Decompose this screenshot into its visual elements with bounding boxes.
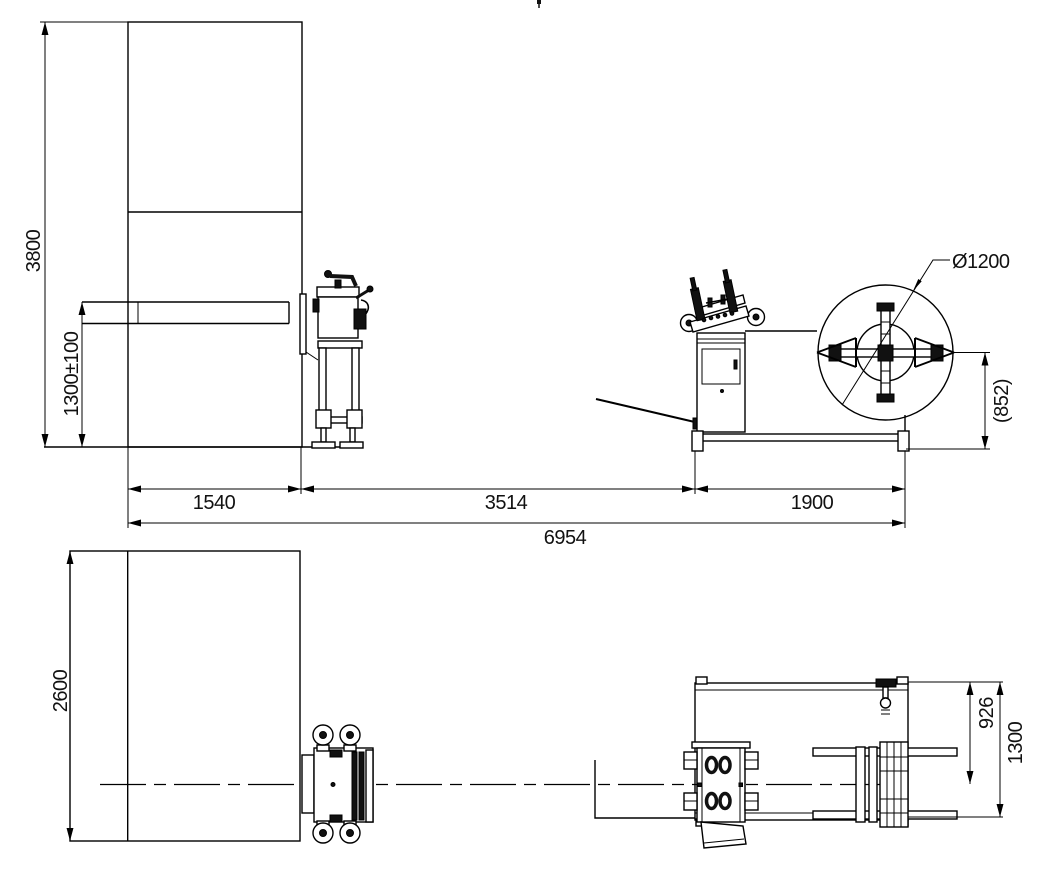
dim-text-926: 926 <box>976 697 998 729</box>
mandrel-screw-plan <box>875 678 897 715</box>
dim-text-6954: 6954 <box>544 527 587 549</box>
plan-view: 2600 <box>50 550 1027 849</box>
feeder-plan <box>301 724 374 844</box>
dim-text-1540: 1540 <box>193 492 236 514</box>
coil-mandrel-front <box>816 284 955 421</box>
press-plan <box>69 550 301 842</box>
ramp-plan <box>594 760 695 819</box>
dim-press-depth: 2600 <box>50 551 74 841</box>
mandrel-arms-plan <box>812 741 958 828</box>
dim-text-3800: 3800 <box>23 229 45 272</box>
front-view: 3800 1300±100 Ø1200 (852) <box>23 0 1013 549</box>
feeder-front <box>299 270 374 449</box>
dim-chain-horizontal: 1540 3514 1900 6954 <box>127 447 906 549</box>
straightener-head-front <box>679 268 766 333</box>
dim-text-3514: 3514 <box>485 492 528 514</box>
dim-decoiler-width: 1300 <box>908 682 1027 818</box>
dim-press-height: 3800 <box>23 21 128 447</box>
decoiler-plan <box>594 676 958 849</box>
top-center-mark <box>537 0 541 8</box>
dim-coil-od: Ø1200 <box>841 251 1010 406</box>
dim-passline-height: 1300±100 <box>61 302 86 447</box>
dim-text-2600: 2600 <box>50 669 72 712</box>
dim-mandrel-height: (852) <box>906 352 1013 450</box>
dim-text-852: (852) <box>991 379 1013 423</box>
dim-decoiler-half-width: 926 <box>908 681 1003 784</box>
decoiler-front <box>595 268 955 452</box>
coil-ramp <box>595 398 700 424</box>
straightener-plan <box>683 741 759 849</box>
dim-text-1900: 1900 <box>791 492 834 514</box>
dim-text-1300pm100: 1300±100 <box>61 331 83 416</box>
dim-text-1300: 1300 <box>1005 721 1027 764</box>
press-front <box>82 21 303 448</box>
dim-text-o1200: Ø1200 <box>952 251 1010 273</box>
